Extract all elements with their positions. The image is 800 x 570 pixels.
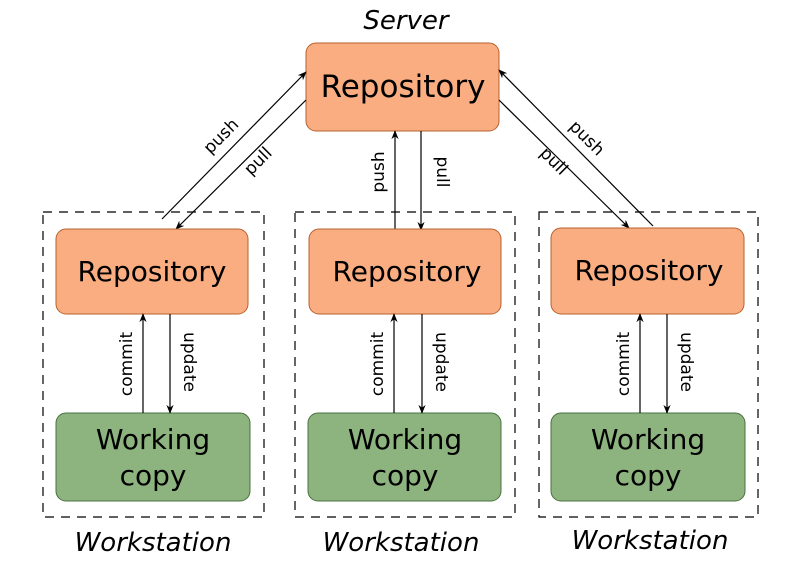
working-copy-label-line1: Working bbox=[348, 423, 462, 456]
push-arrow-right bbox=[498, 69, 654, 227]
working-copy-box bbox=[55, 412, 251, 502]
working-copy-label-line2: copy bbox=[615, 459, 682, 492]
workstation-frame bbox=[294, 211, 516, 518]
push-label-middle: push bbox=[369, 151, 389, 192]
workstation-repository-box bbox=[308, 228, 502, 315]
workstation-3: Repository Working copy commit update Wo… bbox=[538, 211, 759, 556]
workstation-2: Repository Working copy commit update Wo… bbox=[294, 211, 516, 558]
workstation-repository-label: Repository bbox=[333, 255, 482, 288]
working-copy-label-line1: Working bbox=[591, 423, 705, 456]
pull-label-right: pull bbox=[535, 143, 571, 179]
update-label: update bbox=[431, 332, 451, 392]
workstation-repository-box bbox=[55, 228, 249, 315]
working-copy-label-line1: Working bbox=[96, 423, 210, 456]
workstation-frame bbox=[42, 211, 265, 518]
working-copy-label-line2: copy bbox=[372, 459, 439, 492]
commit-label: commit bbox=[614, 332, 634, 397]
pull-label-left: pull bbox=[240, 143, 276, 179]
server-repository: Repository bbox=[305, 42, 500, 132]
server-repository-label: Repository bbox=[321, 69, 486, 105]
push-label-left: push bbox=[200, 115, 243, 158]
working-copy-label-line2: copy bbox=[120, 459, 187, 492]
server-repository-box bbox=[305, 42, 500, 132]
workstation-repository-box bbox=[550, 227, 745, 315]
commit-label: commit bbox=[368, 332, 388, 397]
commit-label: commit bbox=[117, 332, 137, 397]
workstation-frame bbox=[538, 211, 759, 518]
workstation-label: Workstation bbox=[323, 528, 480, 558]
working-copy-box bbox=[307, 412, 502, 502]
pull-arrow-left bbox=[175, 99, 307, 230]
pull-label-middle: pull bbox=[432, 156, 452, 187]
workstation-repository-label: Repository bbox=[575, 254, 724, 287]
server-label: Server bbox=[363, 6, 451, 36]
update-label: update bbox=[676, 332, 696, 392]
pull-arrow-right bbox=[498, 99, 630, 229]
update-label: update bbox=[179, 332, 199, 392]
sync-arrows: push pull push pull push pull bbox=[161, 69, 654, 231]
workstation-label: Workstation bbox=[75, 528, 232, 558]
push-label-right: push bbox=[565, 117, 608, 160]
working-copy-box bbox=[550, 412, 746, 502]
workstation-repository-label: Repository bbox=[78, 255, 227, 288]
workstation-1: Repository Working copy commit update Wo… bbox=[42, 211, 265, 558]
push-arrow-left bbox=[161, 71, 307, 220]
workstation-label: Workstation bbox=[572, 526, 729, 556]
